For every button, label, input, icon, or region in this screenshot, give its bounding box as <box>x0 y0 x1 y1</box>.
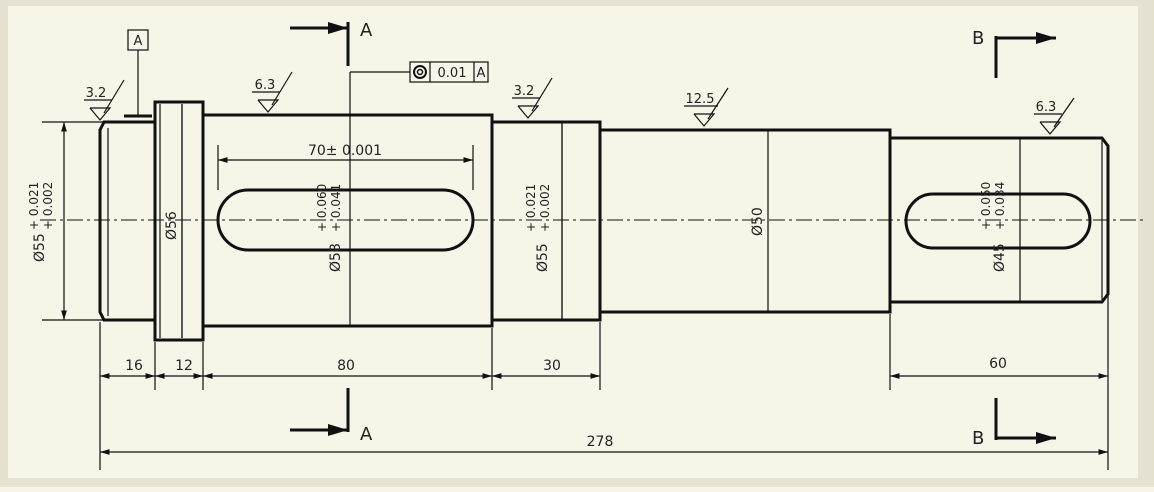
dia-55-mid-base: Ø55 <box>535 243 551 272</box>
roughness-4-label: 12.5 <box>686 92 715 107</box>
length-30-label: 30 <box>543 358 561 374</box>
dia-55-mid-lower: + 0.002 <box>538 184 552 232</box>
dia-55-left-upper: + 0.021 <box>27 182 41 230</box>
section-b-top-arrow <box>994 32 1056 78</box>
roughness-1-label: 3.2 <box>86 86 107 101</box>
keyway-slot-left <box>216 188 475 252</box>
fcf-datum: A <box>477 66 486 81</box>
dia-55-left-base: Ø55 <box>32 233 48 262</box>
keyway-slot-right <box>904 192 1092 250</box>
dia-45-lower: + 0.034 <box>993 182 1007 230</box>
length-dimensions <box>99 296 1109 470</box>
roughness-2-label: 6.3 <box>255 78 276 93</box>
section-b-bottom-label: B <box>972 428 984 449</box>
section-b-top-label: B <box>972 28 984 49</box>
keyway-length-label: 70± 0.001 <box>308 143 382 159</box>
dia-58-upper: + 0.060 <box>315 184 329 232</box>
dia-58-base: Ø58 <box>328 243 344 272</box>
datum-a-label: A <box>134 34 143 49</box>
length-12-label: 12 <box>175 358 193 374</box>
roughness-symbol-3 <box>512 77 553 119</box>
dia-56-label: Ø56 <box>164 211 180 240</box>
length-total-label: 278 <box>587 434 614 450</box>
section-a-bottom-arrow <box>290 388 350 436</box>
feature-control-frame <box>349 61 489 115</box>
datum-a-symbol <box>124 29 152 118</box>
roughness-symbol-1 <box>84 79 125 121</box>
length-16-label: 16 <box>125 358 143 374</box>
dia-45-upper: + 0.050 <box>979 182 993 230</box>
length-80-label: 80 <box>337 358 355 374</box>
roughness-5-label: 6.3 <box>1036 100 1057 115</box>
section-a-top-arrow <box>290 22 350 66</box>
dia-45-base: Ø45 <box>992 243 1008 272</box>
roughness-3-label: 3.2 <box>514 84 535 99</box>
roughness-symbol-2 <box>252 71 293 113</box>
dia-55-left-lower: + 0.002 <box>41 182 55 230</box>
dia-55-mid-upper: + 0.021 <box>524 184 538 232</box>
drawing-sheet <box>8 6 1138 478</box>
dia-50-label: Ø50 <box>750 207 766 236</box>
roughness-symbol-4 <box>684 87 729 127</box>
fcf-tolerance: 0.01 <box>438 66 467 81</box>
dia-58-lower: + 0.041 <box>329 184 343 232</box>
roughness-symbol-5 <box>1034 97 1075 135</box>
concentricity-icon <box>413 65 427 79</box>
section-b-bottom-arrow <box>994 398 1056 444</box>
section-a-bottom-label: A <box>360 424 373 445</box>
length-60-label: 60 <box>989 356 1007 372</box>
section-a-top-label: A <box>360 20 373 41</box>
